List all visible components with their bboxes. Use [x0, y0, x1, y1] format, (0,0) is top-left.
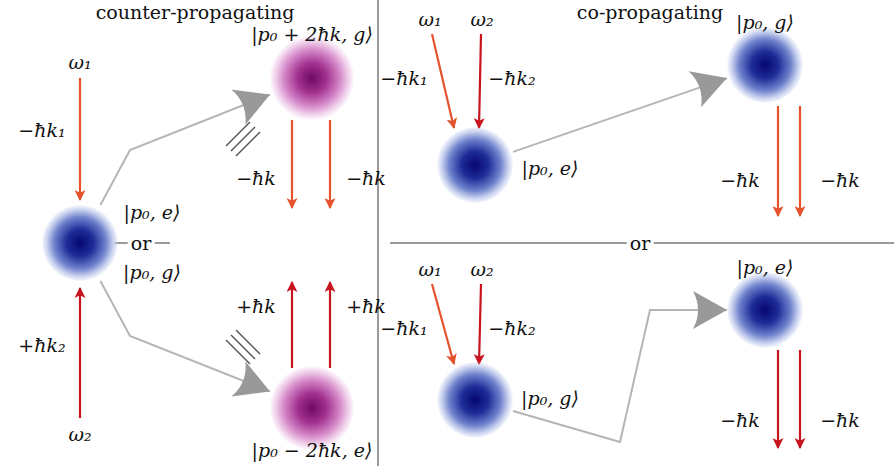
photon-label: −ħk: [820, 409, 860, 431]
photon-label: −ħk₁: [380, 317, 427, 339]
photon-label: −ħk: [720, 169, 760, 191]
photon-arrows: [80, 34, 800, 448]
state-label: |p₀, g⟩: [123, 261, 181, 283]
panel-heading: co-propagating: [577, 1, 723, 23]
photon-label: −ħk: [720, 409, 760, 431]
photon-label: −ħk: [236, 167, 276, 189]
photon-label: +ħk₂: [18, 334, 65, 356]
transition-head: [693, 291, 727, 329]
state-label: |p₀, e⟩: [737, 256, 794, 278]
atom-state: |p₀, g⟩: [727, 27, 803, 103]
photon-label: +ħk: [346, 295, 386, 317]
photon-label: −ħk: [820, 169, 860, 191]
or-label: or: [627, 232, 654, 254]
state-label: |p₀, e⟩: [124, 201, 181, 223]
transition-head: [689, 71, 727, 107]
state-label: |p₀, g⟩: [736, 11, 794, 33]
photon-label: ω₂: [470, 8, 493, 30]
panel-heading: counter-propagating: [96, 1, 295, 23]
state-label: |p₀, e⟩: [522, 157, 579, 179]
transition-line: [513, 310, 727, 442]
photon-label: −ħk₂: [488, 317, 535, 339]
recoil-marks: [226, 122, 260, 364]
photon-label: −ħk₁: [380, 67, 427, 89]
state-label: |p₀ + 2ħk, g⟩: [251, 23, 373, 45]
transition-line: [513, 78, 727, 152]
photon-label: ω₁: [418, 8, 441, 30]
state-label: |p₀, g⟩: [521, 387, 579, 409]
transition-arrow: [513, 71, 727, 152]
transition-arrow: [513, 291, 727, 442]
photon-label: ω₂: [470, 258, 493, 280]
atom-state: |p₀, e⟩: [437, 127, 513, 203]
atom-state: |p₀ − 2ħk, e⟩: [270, 366, 354, 450]
atom-state: |p₀, g⟩: [437, 362, 513, 438]
photon-label: −ħk₂: [488, 67, 535, 89]
divider-lines: [114, 0, 894, 466]
atom-state: |p₀, e⟩: [727, 272, 803, 348]
atom-state: |p₀, e⟩|p₀, g⟩: [42, 205, 118, 281]
photon-label: ω₁: [418, 258, 441, 280]
state-label: |p₀ − 2ħk, e⟩: [252, 439, 373, 461]
photon-label: +ħk: [236, 295, 276, 317]
photon-label: ω₁: [68, 51, 91, 73]
photon-label: −ħk: [346, 167, 386, 189]
atom-state: |p₀ + 2ħk, g⟩: [270, 36, 354, 120]
or-label: or: [128, 232, 155, 254]
photon-label: −ħk₁: [18, 119, 65, 141]
photon-label: ω₂: [68, 423, 91, 445]
transition-head: [231, 89, 270, 124]
transition-head: [231, 361, 270, 396]
